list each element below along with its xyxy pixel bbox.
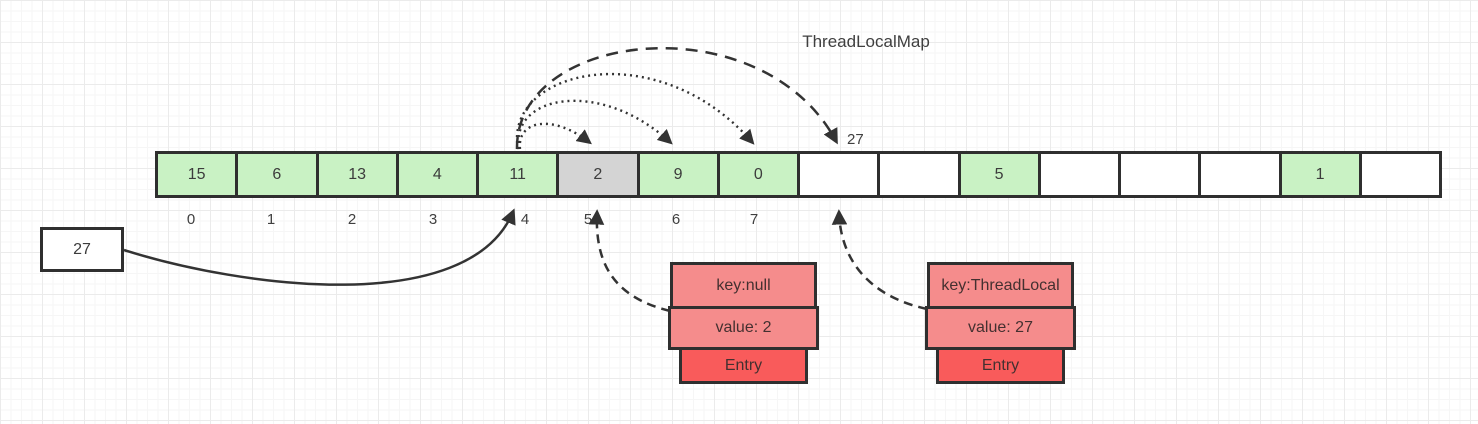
cell-value: 1: [1315, 165, 1325, 183]
diagram-title: ThreadLocalMap: [802, 32, 930, 51]
cell-value: 0: [753, 165, 763, 183]
entry-key-row: key:ThreadLocal: [927, 262, 1074, 309]
index-label-1: 1: [266, 211, 276, 228]
array-cell-6: 9: [636, 154, 717, 195]
cell-value: 9: [673, 165, 683, 183]
entry-key-row: key:null: [670, 262, 817, 309]
probe-value-label: 27: [847, 131, 864, 148]
incoming-value-box: 27: [40, 227, 124, 272]
incoming-value: 27: [73, 240, 91, 258]
entry-card-threadlocal-key: key:ThreadLocal value: 27 Entry: [925, 262, 1077, 384]
index-label-7: 7: [749, 211, 759, 228]
array-cell-13: [1198, 154, 1279, 195]
arrow-value-to-slot4: [123, 208, 516, 286]
array-cell-4: 11: [476, 154, 557, 195]
index-label-4: 4: [520, 211, 530, 228]
cell-value: 6: [272, 165, 282, 183]
index-label-2: 2: [347, 211, 357, 228]
array-cell-7: 0: [716, 154, 797, 195]
entry-footer: Entry: [936, 347, 1065, 384]
entry-footer: Entry: [679, 347, 808, 384]
probe-arc-slot5: [518, 122, 592, 150]
arrow-entry-null-to-slot5: [588, 209, 671, 313]
entry-value-row: value: 2: [668, 306, 819, 350]
array-cell-1: 6: [235, 154, 316, 195]
probe-arc-slot8: [515, 46, 838, 150]
index-label-3: 3: [428, 211, 438, 228]
index-label-6: 6: [671, 211, 681, 228]
array-cell-3: 4: [395, 154, 476, 195]
arrow-entry-threadlocal-to-slot8: [831, 209, 928, 311]
cell-value: 2: [593, 165, 603, 183]
cell-value: 13: [348, 165, 367, 183]
array-cell-10: 5: [957, 154, 1038, 195]
cell-value: 5: [994, 165, 1004, 183]
cell-value: 11: [509, 165, 526, 183]
array-cell-9: [877, 154, 958, 195]
probe-arc-slot7: [515, 72, 755, 150]
index-label-0: 0: [186, 211, 196, 228]
array-cell-2: 13: [315, 154, 396, 195]
entry-card-null-key: key:null value: 2 Entry: [668, 262, 820, 384]
cell-value: 15: [187, 165, 206, 183]
array-cell-0: 15: [158, 154, 236, 195]
array-cell-11: [1037, 154, 1118, 195]
array-cell-15: [1358, 154, 1439, 195]
array-cell-8: [797, 154, 878, 195]
hash-array: 15 6 13 4 11 2 9 0 5 1: [155, 151, 1442, 198]
entry-value-row: value: 27: [925, 306, 1076, 350]
array-cell-12: [1118, 154, 1199, 195]
cell-value: 4: [432, 165, 442, 183]
probe-arc-slot6: [517, 99, 673, 150]
index-label-5: 5: [583, 211, 593, 228]
array-cell-5: 2: [556, 154, 637, 195]
array-cell-14: 1: [1278, 154, 1359, 195]
